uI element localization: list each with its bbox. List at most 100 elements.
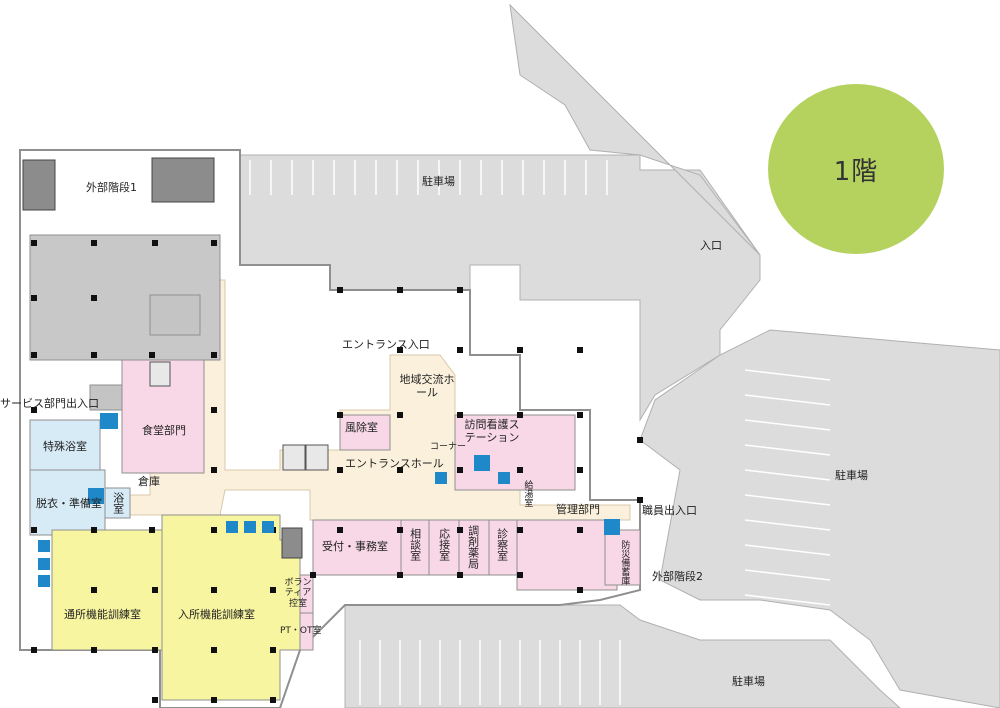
windbreak-room <box>339 414 391 451</box>
wheelchair-icon <box>38 558 50 570</box>
pillar <box>397 572 403 578</box>
pillar <box>211 352 217 358</box>
meeting-label: 応接室 <box>437 528 451 561</box>
pillar <box>337 527 343 533</box>
pillar <box>211 647 217 653</box>
pillar <box>270 587 276 593</box>
parking-stripe <box>744 519 831 531</box>
pillar <box>577 467 583 473</box>
pillar <box>31 295 37 301</box>
volunteer-label: ボランティア控室 <box>284 578 312 609</box>
elevator <box>149 361 171 387</box>
wheelchair-icon <box>38 540 50 552</box>
kitchen-label: 給湯室 <box>522 480 533 507</box>
parking-label-right: 駐車場 <box>835 469 868 482</box>
parking-stripe <box>744 369 831 381</box>
pillar <box>211 467 217 473</box>
pillar <box>517 347 523 353</box>
parking-stripe <box>744 394 831 406</box>
visiting-nurse-room <box>454 414 576 491</box>
pharmacy-room <box>458 519 490 576</box>
pillar <box>457 287 463 293</box>
grey-utility-2 <box>89 384 123 411</box>
pillar <box>31 647 37 653</box>
pillar <box>517 572 523 578</box>
pillars <box>31 240 643 703</box>
service-entrance-label: サービス部門出入口 <box>0 397 99 410</box>
ext-stair-1-label: 外部階段1 <box>86 181 137 194</box>
parking-stripe <box>744 469 831 481</box>
pillar <box>211 697 217 703</box>
parking-stripe <box>744 594 831 606</box>
day-training-room <box>51 529 163 651</box>
pillar <box>310 572 316 578</box>
main-entrance-label: エントランス入口 <box>342 338 430 351</box>
pillar <box>91 647 97 653</box>
pillar <box>152 587 158 593</box>
grey-utility-1 <box>149 294 201 336</box>
parking-label-bottom: 駐車場 <box>732 675 765 688</box>
entrance-label: 入口 <box>700 239 722 252</box>
changing-label: 脱衣・準備室 <box>36 497 102 510</box>
pillar <box>457 527 463 533</box>
pillar <box>211 527 217 533</box>
storage-label: 倉庫 <box>138 475 160 488</box>
pillar <box>211 407 217 413</box>
bath-label: 浴室 <box>111 492 125 514</box>
special-bath-label: 特殊浴室 <box>43 440 87 453</box>
bath-room <box>104 487 131 519</box>
pillar <box>577 412 583 418</box>
pillar <box>397 412 403 418</box>
dining-label: 食堂部門 <box>142 424 186 437</box>
wheelchair-icon <box>38 575 50 587</box>
pillar <box>517 527 523 533</box>
pillar <box>397 467 403 473</box>
pillar <box>152 697 158 703</box>
reception-room <box>312 519 402 576</box>
meeting-room <box>428 519 460 576</box>
pillar <box>577 587 583 593</box>
pillar <box>211 587 217 593</box>
restroom-icon <box>604 519 620 535</box>
pillar <box>270 647 276 653</box>
disaster-label: 防災備蓄庫 <box>619 540 630 585</box>
windbreak-label: 風除室 <box>345 421 378 434</box>
stair-box <box>281 527 303 559</box>
exam-label: 診察室 <box>495 528 509 561</box>
parking-area-bottom <box>344 604 901 708</box>
wheelchair-icon <box>498 472 510 484</box>
pillar <box>337 412 343 418</box>
pillar <box>91 527 97 533</box>
parking-stripe <box>744 569 831 581</box>
pillar <box>211 240 217 246</box>
inpatient-training-room <box>161 514 301 701</box>
ptot-label: PT・OT室 <box>280 626 322 636</box>
staff-entrance-label: 職員出入口 <box>642 504 697 517</box>
pillar <box>337 467 343 473</box>
pillar <box>31 527 37 533</box>
pillar <box>637 437 643 443</box>
pillar <box>457 347 463 353</box>
pillar <box>270 697 276 703</box>
pillar <box>149 527 155 533</box>
pillar <box>91 587 97 593</box>
day-training-label: 通所機能訓練室 <box>64 608 141 621</box>
management-label: 管理部門 <box>556 503 600 516</box>
pillar <box>577 347 583 353</box>
wheelchair-icon <box>226 521 238 533</box>
parking-stripe <box>744 419 831 431</box>
pillar <box>577 527 583 533</box>
parking-stripe <box>744 494 831 506</box>
floor-label: 1階 <box>833 156 879 187</box>
exam-room <box>488 519 518 576</box>
consult-label: 相談室 <box>408 528 422 561</box>
pillar <box>457 412 463 418</box>
parking-label-top: 駐車場 <box>422 175 455 188</box>
pillar <box>337 287 343 293</box>
pillar <box>91 352 97 358</box>
pillar <box>517 412 523 418</box>
pillar <box>31 407 37 413</box>
pillar <box>517 467 523 473</box>
pillar <box>457 572 463 578</box>
